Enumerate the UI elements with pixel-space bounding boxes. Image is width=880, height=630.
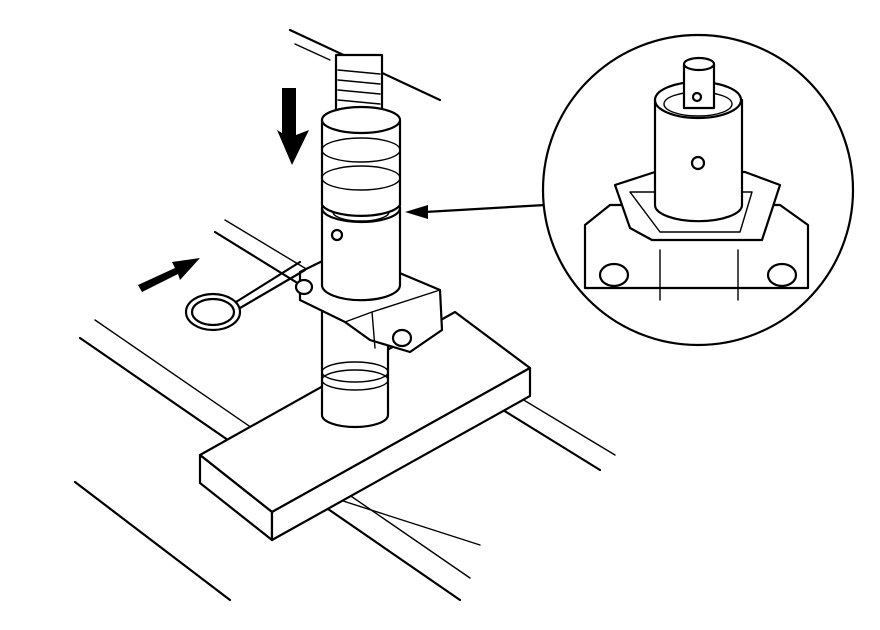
detail-hole-left xyxy=(598,262,630,288)
detail-pin-hole xyxy=(690,155,706,171)
housing-ring xyxy=(321,369,389,391)
magnifier-circle-icon xyxy=(541,33,855,347)
down-arrow-icon xyxy=(277,88,309,165)
detail-shaft-top xyxy=(682,56,716,72)
thread-line xyxy=(337,89,381,95)
wooden-block xyxy=(198,310,532,542)
thread-line xyxy=(337,79,381,85)
ram-adapter-ring xyxy=(321,137,401,163)
clip-arm xyxy=(234,260,307,310)
bracket-edge xyxy=(371,311,376,349)
push-arrow-icon xyxy=(138,258,200,292)
detail-shaft-hole xyxy=(691,91,703,103)
bracket-hole-left xyxy=(294,278,314,296)
ram-adapter-top xyxy=(320,105,402,135)
ram-adapter-ring xyxy=(321,165,401,191)
detail-hole-right xyxy=(766,262,798,288)
ram-adapter xyxy=(320,118,402,217)
thread-line xyxy=(337,99,381,105)
bracket-hole-right xyxy=(391,328,413,348)
collar-pin-hole xyxy=(330,228,344,242)
rail-line xyxy=(339,499,481,546)
callout-arrow-icon xyxy=(405,203,547,219)
retaining-clip xyxy=(184,260,307,332)
press-frame-line xyxy=(294,43,331,61)
thread-line xyxy=(337,69,381,75)
rail-line xyxy=(73,480,232,602)
block-front-face xyxy=(270,366,532,542)
housing-ring xyxy=(321,361,389,383)
clip-ring-inner xyxy=(190,297,236,327)
clip-ring xyxy=(184,292,242,332)
press-ram xyxy=(320,53,402,217)
